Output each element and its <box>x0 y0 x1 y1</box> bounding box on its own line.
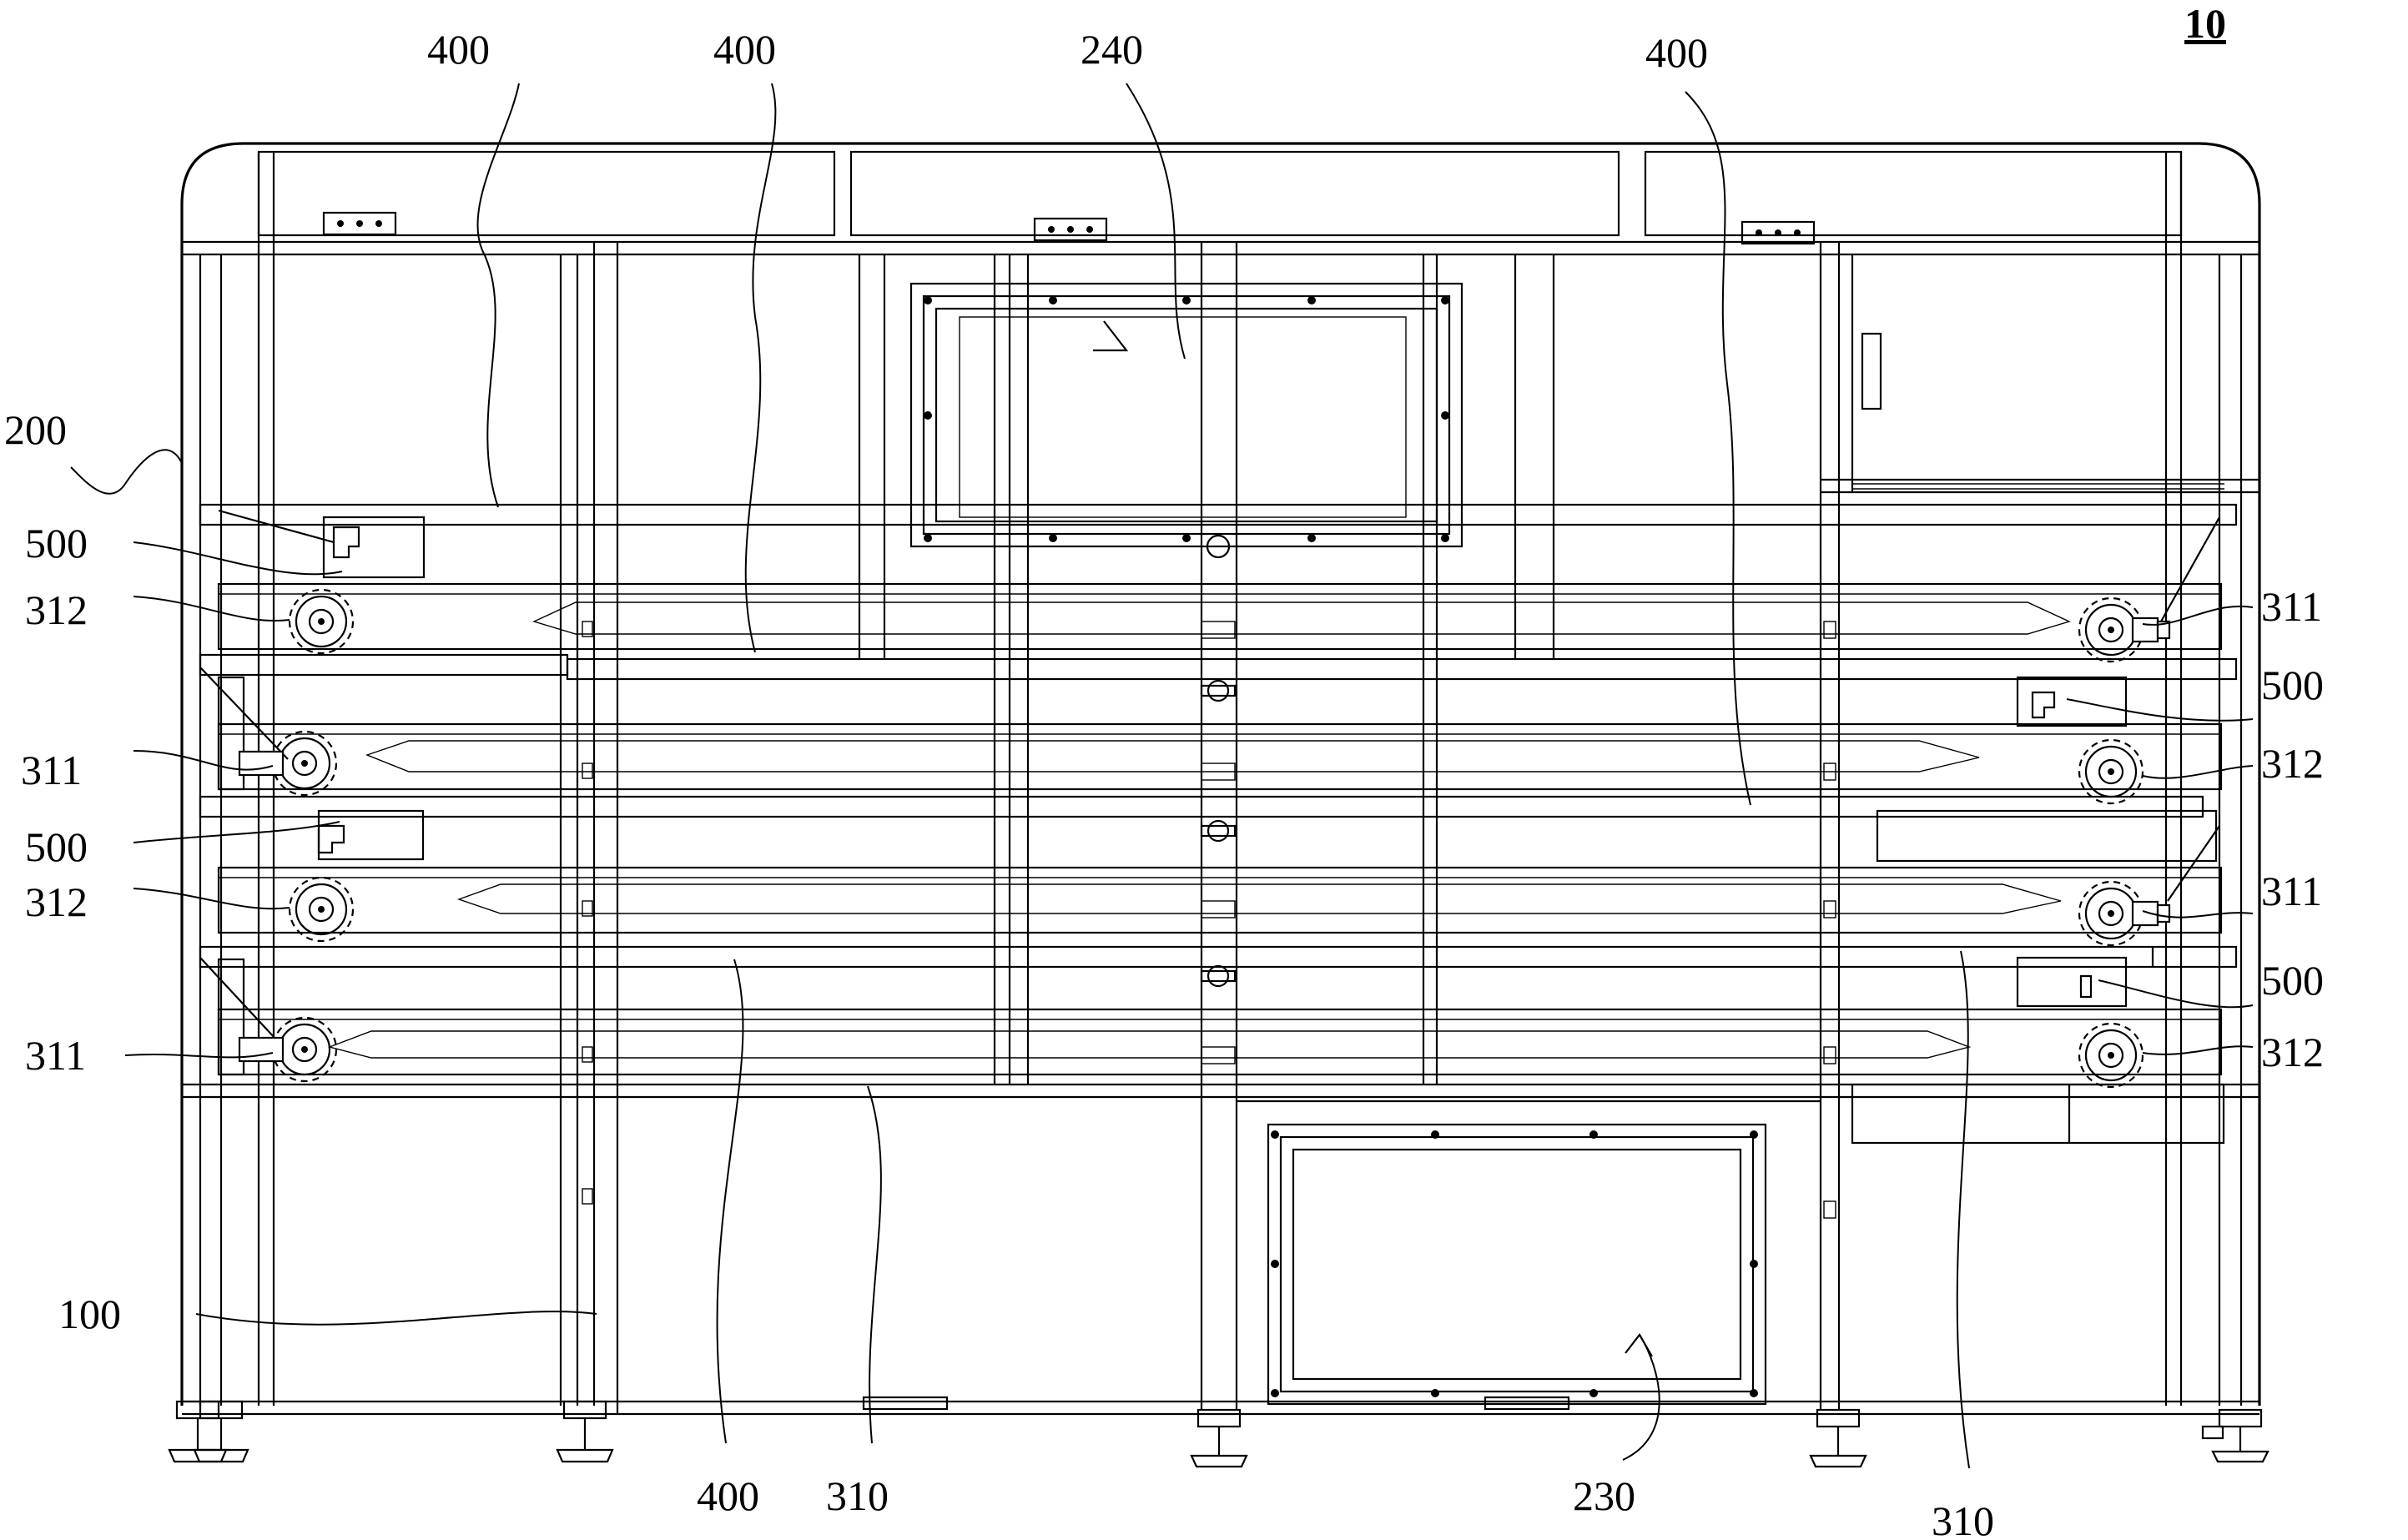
label-311-a: 311 <box>21 747 82 793</box>
label-400-top-left: 400 <box>427 26 490 73</box>
reference-labels: 10 400 400 240 400 200 500 312 311 500 3… <box>4 0 2324 1540</box>
conveyor-tiers <box>199 503 2238 1076</box>
label-311-right-a: 311 <box>2261 583 2322 630</box>
label-100: 100 <box>58 1291 121 1337</box>
sprocket-311-c <box>2078 880 2171 947</box>
label-500-b: 500 <box>2261 662 2324 708</box>
sprocket-312-d <box>2078 1022 2144 1089</box>
label-312-b: 312 <box>25 878 88 925</box>
label-312-right-a: 312 <box>2261 740 2324 787</box>
label-400-bottom: 400 <box>697 1472 759 1519</box>
leader-lines <box>70 83 2254 1469</box>
label-240: 240 <box>1081 26 1143 73</box>
outer-frame <box>180 142 2261 1414</box>
feet <box>168 1400 2269 1468</box>
label-400-top-right: 400 <box>1645 29 1708 76</box>
figure-number: 10 <box>2184 0 2226 47</box>
label-312-a: 312 <box>25 586 88 633</box>
sprocket-311-d <box>238 1016 338 1083</box>
upper-window-240 <box>909 282 1463 559</box>
label-311-b: 311 <box>2261 868 2322 914</box>
label-500-d: 500 <box>2261 957 2324 1004</box>
sprockets <box>238 588 2171 1089</box>
sprocket-311-b <box>238 730 338 797</box>
sprocket-312-b <box>2078 738 2144 805</box>
lower-window-230 <box>1237 1100 1821 1406</box>
label-400-top-mid: 400 <box>713 26 776 73</box>
label-230: 230 <box>1573 1472 1635 1519</box>
label-500-a: 500 <box>25 520 88 566</box>
sprocket-312-a <box>288 588 355 655</box>
sprocket-312-c <box>288 876 355 943</box>
label-310-a: 310 <box>826 1472 889 1519</box>
label-310-b: 310 <box>1932 1497 1994 1540</box>
label-500-c: 500 <box>25 823 88 870</box>
label-311-c: 311 <box>25 1032 86 1079</box>
lower-cabinet-100 <box>168 1083 2269 1468</box>
label-200: 200 <box>4 406 67 453</box>
sprocket-311-a <box>2078 596 2171 663</box>
label-312-c: 312 <box>2261 1029 2324 1075</box>
